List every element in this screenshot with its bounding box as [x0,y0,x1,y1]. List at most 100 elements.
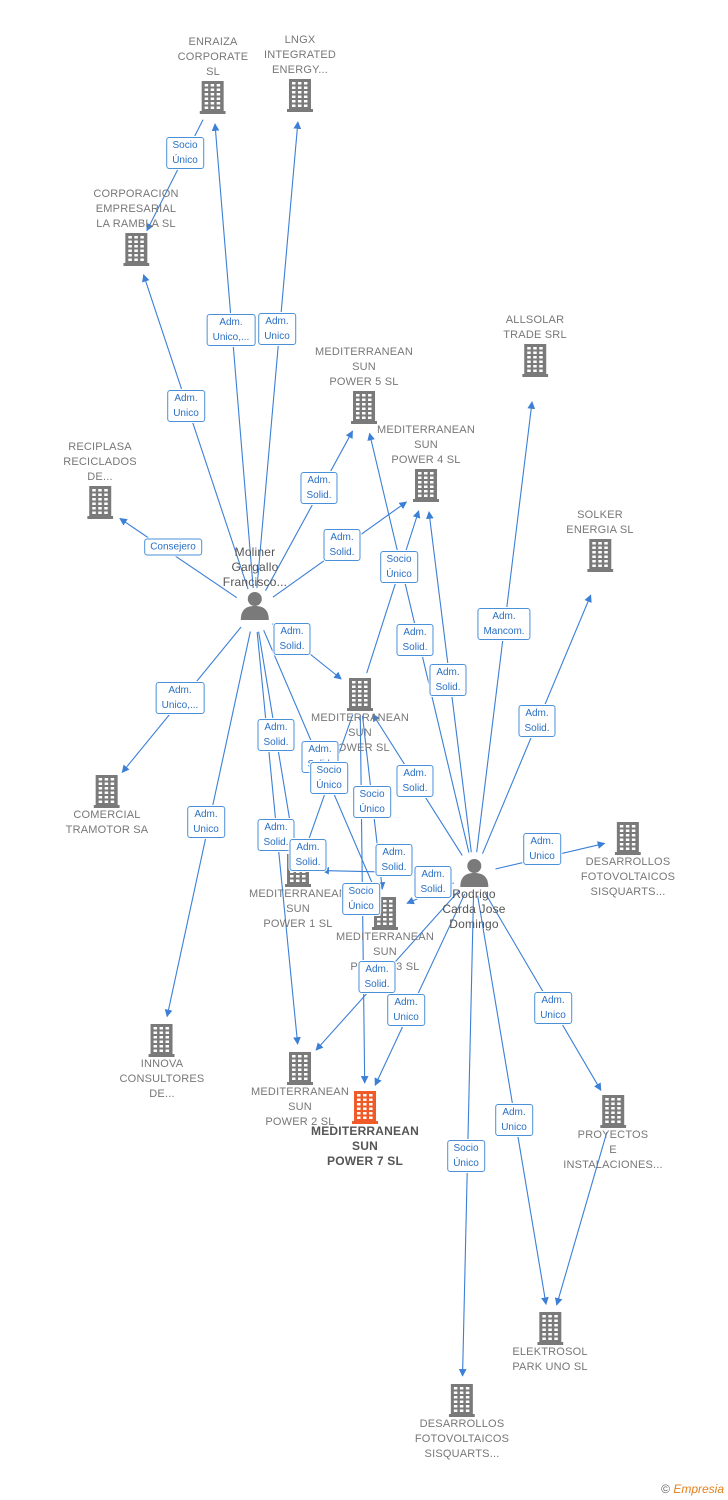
edge-label[interactable]: Socio Único [166,137,204,169]
node-label: LNGX INTEGRATED ENERGY... [263,34,337,76]
edge-proyectos-elektrosol [554,1131,608,1306]
edge-label[interactable]: Adm. Solid. [273,623,311,655]
node-desarrollos2[interactable]: DESARROLLOS FOTOVOLTAICOS SISQUARTS... [415,1383,509,1462]
node-msp5[interactable]: MEDITERRANEAN SUN POWER 5 SL [315,345,413,424]
copyright-symbol: © [661,1482,670,1496]
edge-label[interactable]: Adm. Unico,... [206,314,256,346]
edge-label[interactable]: Adm. Solid. [323,529,361,561]
node-reciplasa[interactable]: RECIPLASA RECICLADOS DE... [63,440,137,519]
edge-rodrigo-proyectos [484,892,602,1091]
building-icon [311,1090,419,1124]
edge-rodrigo-elektrosol [477,895,549,1306]
edge-moliner-corporacion [142,274,249,590]
edge-label[interactable]: Adm. Unico [534,992,572,1024]
node-elektrosol[interactable]: ELEKTROSOL PARK UNO SL [512,1311,587,1375]
node-proyectos[interactable]: PROYECTOS E INSTALACIONES... [563,1094,663,1173]
brand-name: Empresia [673,1482,724,1496]
edge-moliner-reciplasa [119,518,238,599]
edge-label[interactable]: Adm. Mancom. [477,608,531,640]
building-icon [120,1023,205,1057]
building-icon [63,485,137,519]
edge-label[interactable]: Adm. Unico [187,806,225,838]
node-msp7[interactable]: MEDITERRANEAN SUN POWER 7 SL [311,1090,419,1169]
edge-label[interactable]: Adm. Solid. [396,765,434,797]
node-label: Moliner Gargallo Francisco... [222,545,288,589]
edge-label[interactable]: Adm. Solid. [429,664,467,696]
node-label: SOLKER ENERGIA SL [566,509,634,536]
edge-label[interactable]: Adm. Unico [523,833,561,865]
node-innova[interactable]: INNOVA CONSULTORES DE... [120,1023,205,1102]
building-icon [563,1094,663,1128]
edge-label[interactable]: Adm. Solid. [300,472,338,504]
node-label: ENRAIZA CORPORATE SL [177,36,249,78]
node-desarrollos1[interactable]: DESARROLLOS FOTOVOLTAICOS SISQUARTS... [581,821,675,900]
node-label: MEDITERRANEAN SUN POWER 5 SL [315,346,413,388]
edge-label[interactable]: Adm. Unico [387,994,425,1026]
node-msp[interactable]: MEDITERRANEAN SUN POWER SL [311,677,409,756]
edge-label[interactable]: Socio Único [380,551,418,583]
node-msp4[interactable]: MEDITERRANEAN SUN POWER 4 SL [377,423,475,502]
edge-label[interactable]: Adm. Solid. [358,961,396,993]
node-lngx[interactable]: LNGX INTEGRATED ENERGY... [264,33,336,112]
building-icon [581,821,675,855]
building-icon [264,78,336,112]
edge-label[interactable]: Adm. Solid. [375,844,413,876]
edge-label[interactable]: Adm. Unico,... [155,682,205,714]
person-icon [442,857,505,887]
edge-label[interactable]: Adm. Unico [167,390,205,422]
building-icon [315,390,413,424]
edge-moliner-enraiza [211,123,254,589]
footer-brand: © Empresia [661,1482,724,1496]
node-msp2[interactable]: MEDITERRANEAN SUN POWER 2 SL [251,1051,349,1130]
building-icon [377,468,475,502]
building-icon [512,1311,587,1345]
node-enraiza[interactable]: ENRAIZA CORPORATE SL [178,35,249,114]
building-icon [93,232,178,266]
edge-label[interactable]: Socio Único [447,1140,485,1172]
node-label: ELEKTROSOL PARK UNO SL [512,1346,588,1373]
node-rodrigo[interactable]: Rodrigo Carda Jose Domingo [442,857,505,932]
node-label: MEDITERRANEAN SUN POWER 4 SL [377,424,475,466]
node-label: Rodrigo Carda Jose Domingo [442,887,506,931]
node-label: RECIPLASA RECICLADOS DE... [63,441,137,483]
edge-label[interactable]: Consejero [144,538,202,556]
edge-moliner-msp5 [265,430,353,591]
edge-label[interactable]: Adm. Solid. [257,719,295,751]
node-moliner[interactable]: Moliner Gargallo Francisco... [223,545,287,620]
node-label: PROYECTOS E INSTALACIONES... [563,1129,663,1171]
node-comercial[interactable]: COMERCIAL TRAMOTOR SA [66,774,149,838]
edge-label[interactable]: Adm. Solid. [289,839,327,871]
edge-label[interactable]: Adm. Solid. [396,624,434,656]
node-label: INNOVA CONSULTORES DE... [119,1058,205,1100]
building-icon [311,677,409,711]
node-allsolar[interactable]: ALLSOLAR TRADE SRL [503,313,567,377]
node-label: DESARROLLOS FOTOVOLTAICOS SISQUARTS... [414,1418,510,1460]
node-label: MEDITERRANEAN SUN POWER 2 SL [251,1086,349,1128]
node-label: CORPORACION EMPRESARIAL LA RAMBLA SL [93,188,179,230]
building-icon [566,538,633,572]
node-solker[interactable]: SOLKER ENERGIA SL [566,508,634,572]
node-label: MEDITERRANEAN SUN POWER 7 SL [311,1124,419,1168]
edge-label[interactable]: Socio Único [342,883,380,915]
building-icon [66,774,149,808]
edge-label[interactable]: Adm. Solid. [518,705,556,737]
edge-label[interactable]: Socio Único [310,762,348,794]
node-label: MEDITERRANEAN SUN POWER SL [311,712,409,754]
edge-label[interactable]: Adm. Unico [495,1104,533,1136]
edge-moliner-lngx [256,121,302,589]
edge-label[interactable]: Adm. Unico [258,313,296,345]
edge-label[interactable]: Adm. Solid. [414,866,452,898]
node-corporacion[interactable]: CORPORACION EMPRESARIAL LA RAMBLA SL [93,187,178,266]
node-label: MEDITERRANEAN SUN POWER 1 SL [249,888,347,930]
edge-rodrigo-desarrollos2 [458,895,475,1377]
building-icon [415,1383,509,1417]
edge-label[interactable]: Socio Único [353,786,391,818]
person-icon [223,590,287,620]
building-icon [251,1051,349,1085]
building-icon [178,80,249,114]
edge-label[interactable]: Adm. Solid. [257,819,295,851]
edge-rodrigo-msp7 [374,893,466,1086]
node-label: ALLSOLAR TRADE SRL [503,314,567,341]
node-label: DESARROLLOS FOTOVOLTAICOS SISQUARTS... [580,856,676,898]
